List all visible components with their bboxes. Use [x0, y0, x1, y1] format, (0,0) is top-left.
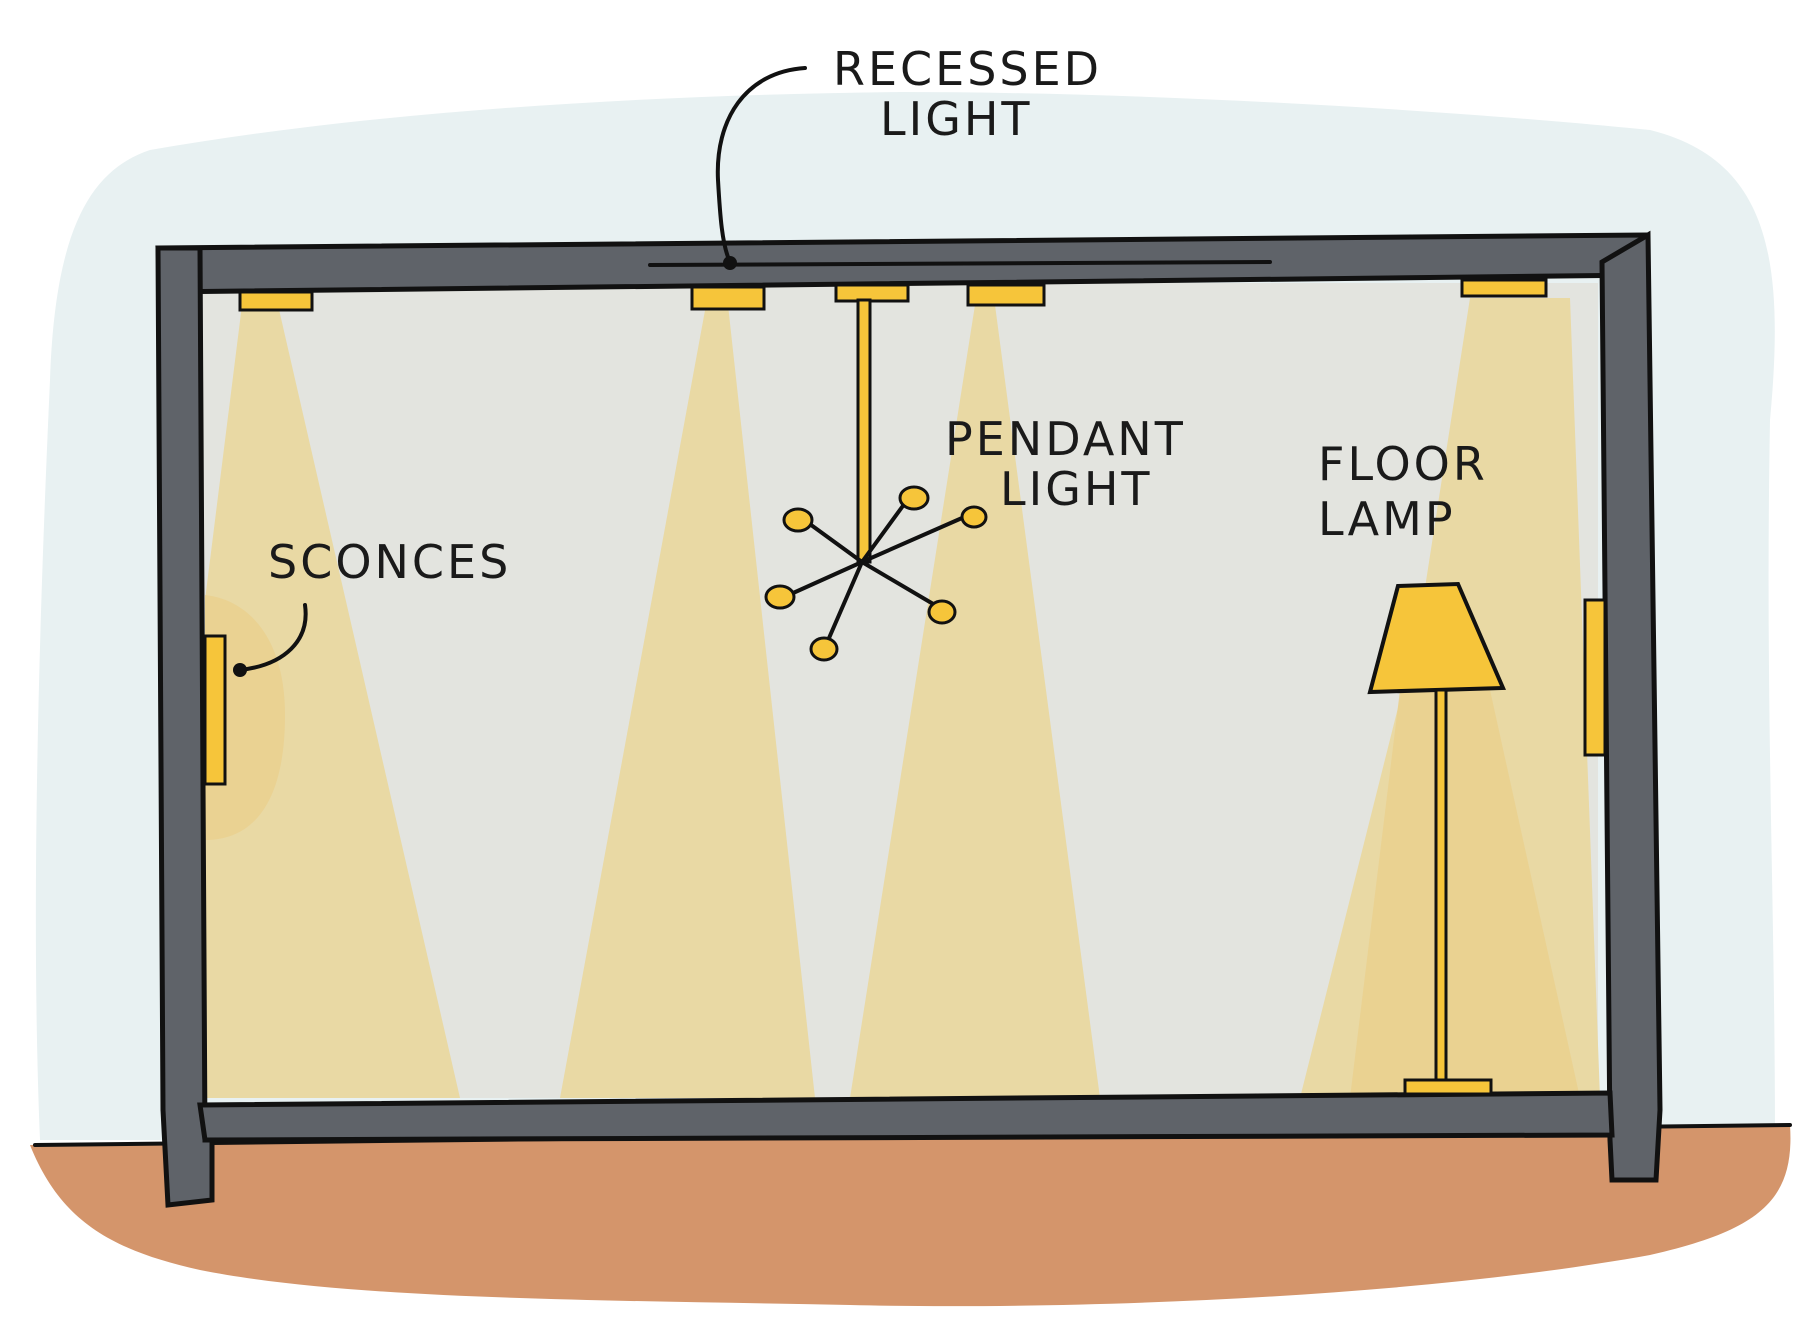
floor-lamp-base	[1403, 1078, 1493, 1096]
floor-lamp-glow	[1350, 690, 1580, 1098]
beam-recessed-2	[560, 305, 815, 1098]
recessed-light-1	[238, 290, 314, 312]
label-recessed-line1: RECESSED	[833, 42, 1102, 96]
frame-floor	[197, 1090, 1615, 1143]
label-floor-line2: LAMP	[1318, 492, 1456, 546]
leader-recessed	[715, 66, 807, 264]
label-floor-line1: FLOOR	[1318, 437, 1488, 491]
leader-sconces	[238, 603, 308, 672]
label-recessed-line2: LIGHT	[880, 92, 1033, 146]
pendant-mount	[834, 283, 910, 303]
ground	[30, 1125, 1791, 1307]
leader-recessed-dot	[723, 256, 737, 270]
ceiling-highlight	[648, 260, 1272, 267]
recessed-light-4	[1460, 278, 1548, 298]
recessed-light-2	[690, 285, 766, 311]
recessed-light-3	[966, 283, 1046, 307]
label-pendant-line1: PENDANT	[945, 412, 1186, 466]
sconce-left	[203, 634, 227, 786]
label-pendant-line2: LIGHT	[1000, 462, 1153, 516]
leader-sconces-dot	[233, 663, 247, 677]
floor-lamp	[1367, 581, 1507, 1096]
floor-lamp-shade	[1367, 581, 1507, 695]
beam-recessed-3	[850, 305, 1100, 1098]
label-sconces: SCONCES	[268, 535, 511, 589]
frame-right-wall	[1599, 230, 1663, 1183]
floor-lamp-pole	[1434, 688, 1448, 1082]
pendant-light	[764, 298, 988, 662]
frame-left-wall	[155, 245, 215, 1208]
sconce-right	[1583, 598, 1607, 757]
beam-recessed-left	[205, 305, 460, 1098]
